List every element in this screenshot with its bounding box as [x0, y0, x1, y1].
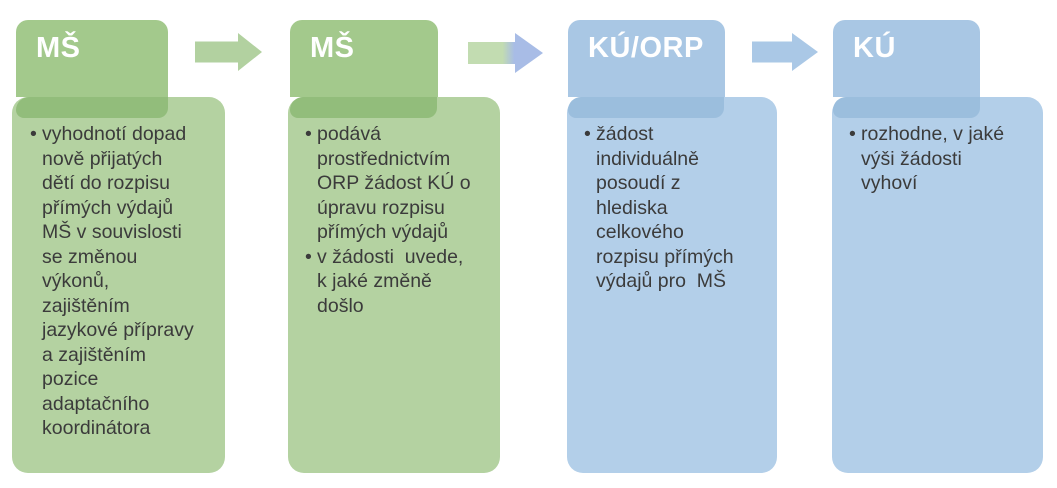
step-1-bullet-list: • vyhodnotí dopad nově přijatých dětí do…: [30, 122, 198, 441]
step-2-bullet-list: • podává prostřednictvím ORP žádost KÚ o…: [305, 122, 477, 318]
bullet-glyph: •: [30, 123, 37, 145]
bullet-text: žádost individuálně posoudí z hlediska c…: [596, 123, 740, 292]
step-3-header-box: KÚ/ORP: [568, 20, 725, 97]
bullet-item: • v žádosti uvede, k jaké změně došlo: [305, 245, 477, 319]
step-4-header-box: KÚ: [833, 20, 980, 97]
step-2-header-overlap: [290, 97, 437, 118]
step-3-title: KÚ/ORP: [588, 32, 704, 64]
step-1-header-box: MŠ: [16, 20, 168, 97]
step-1-title: MŠ: [36, 32, 81, 64]
bullet-glyph: •: [305, 245, 312, 268]
step-2-header-box: MŠ: [290, 20, 438, 97]
step-3-bullet-list: • žádost individuálně posoudí z hlediska…: [584, 122, 747, 294]
arrow-right-icon: [468, 33, 543, 73]
bullet-glyph: •: [305, 123, 312, 145]
step-4-title: KÚ: [853, 32, 896, 64]
step-1-body-box: [12, 97, 225, 473]
bullet-glyph: •: [584, 123, 591, 145]
arrow-right-icon: [195, 33, 262, 71]
bullet-text: vyhodnotí dopad nově přijatých dětí do r…: [42, 123, 200, 439]
bullet-text: v žádosti uvede, k jaké změně došlo: [317, 245, 469, 317]
bullet-glyph: •: [849, 123, 856, 145]
arrow-right-icon: [752, 33, 818, 71]
step-2-title: MŠ: [310, 32, 355, 64]
step-4-bullet-list: • rozhodne, v jaké výši žádosti vyhoví: [849, 122, 1018, 196]
bullet-text: podává prostřednictvím ORP žádost KÚ o ú…: [317, 123, 476, 243]
step-4-body-box: [832, 97, 1043, 473]
bullet-item: • žádost individuálně posoudí z hlediska…: [584, 122, 747, 294]
step-3-body-box: [567, 97, 777, 473]
step-1-header-overlap: [16, 97, 168, 118]
bullet-text: rozhodne, v jaké výši žádosti vyhoví: [861, 123, 1010, 194]
bullet-item: • rozhodne, v jaké výši žádosti vyhoví: [849, 122, 1018, 196]
bullet-item: • vyhodnotí dopad nově přijatých dětí do…: [30, 122, 198, 441]
step-4-header-overlap: [833, 97, 980, 118]
bullet-item: • podává prostřednictvím ORP žádost KÚ o…: [305, 122, 477, 245]
step-3-header-overlap: [568, 97, 724, 118]
step-2-body-box: [288, 97, 500, 473]
